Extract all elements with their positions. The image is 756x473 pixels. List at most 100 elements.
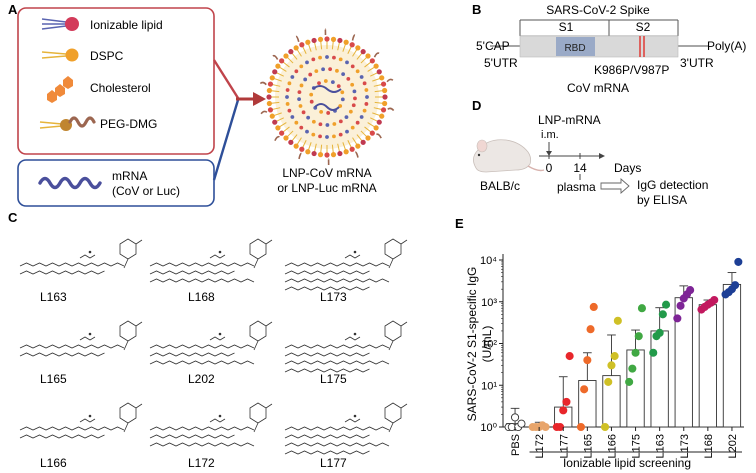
lipid-name: L202 (188, 372, 215, 386)
mrna-box (17, 159, 215, 207)
alkyl-tail (284, 344, 390, 349)
alkyl-tail (19, 426, 125, 431)
legend-ionizable-lipid: Ionizable lipid (90, 18, 163, 32)
lnp-inner-lipid (364, 102, 369, 106)
lnp-head (373, 125, 379, 131)
bar (626, 349, 645, 428)
data-point (634, 332, 643, 341)
piperidine-ring (384, 238, 402, 260)
lnp-head (376, 119, 382, 125)
lnp-head (267, 81, 274, 87)
lnp-head (360, 139, 366, 145)
data-point (556, 422, 565, 432)
lnp-head (293, 143, 299, 149)
lnp-head (305, 149, 311, 155)
carbonyl-oxygen (88, 332, 92, 336)
piperidine-ring (249, 238, 267, 260)
lnp-head (369, 58, 375, 64)
x-tick-label: PBS (510, 434, 522, 456)
ester-linker (79, 418, 96, 423)
data-point (673, 314, 682, 323)
carbonyl-oxygen (218, 250, 222, 254)
ester-linker (79, 336, 96, 341)
lnp-head (272, 69, 278, 75)
lnp-inner-lipid (285, 95, 289, 99)
linker-bond (123, 340, 129, 351)
carbonyl-oxygen (353, 250, 357, 254)
lnp-inner-lipid (350, 64, 355, 69)
data-point (559, 406, 568, 415)
data-point (649, 348, 658, 357)
data-point (541, 422, 550, 432)
lnp-mrna (312, 85, 342, 93)
x-tick-label: L177 (558, 434, 570, 458)
data-point (583, 356, 592, 365)
peg-dmg-icon (39, 116, 96, 131)
lnp-inner-lipid (326, 111, 331, 115)
cap-label: 5'CAP (476, 39, 510, 53)
spike-title: SARS-CoV-2 Spike (546, 3, 650, 17)
lnp-head (379, 75, 385, 81)
lnp-head (269, 113, 275, 119)
lnp-inner-lipid (285, 88, 290, 92)
lipid-structure (149, 238, 273, 283)
lipid-name: L166 (40, 456, 67, 470)
n-methyl-bond (265, 321, 273, 327)
lnp-peg (260, 110, 268, 115)
lnp-inner-lipid (332, 122, 337, 126)
y-axis-label: SARS-CoV-2 S1-specific IgG (465, 267, 479, 422)
lnp-inner-lipid (306, 115, 311, 120)
lnp-inner-lipid (338, 57, 343, 62)
day-14-label: 14 (573, 161, 587, 175)
ester-linker (344, 336, 361, 341)
lnp-head (317, 36, 324, 42)
bar (650, 330, 669, 428)
alkyl-tail (284, 262, 390, 267)
y-tick-label: 10¹ (481, 380, 497, 392)
alkyl-tail (284, 426, 390, 431)
lnp-head (355, 45, 361, 51)
lipid-structures (19, 238, 408, 455)
lipid-structure (284, 402, 408, 455)
lnp-inner-lipid (340, 97, 345, 102)
panel-b: B SARS-CoV-2 Spike S1 S2 RBD 5'CAP Poly(… (472, 2, 746, 95)
lnp-head (349, 42, 355, 48)
panel-letter-c: C (8, 210, 18, 225)
alkyl-tail (149, 442, 255, 447)
lnp-head (279, 130, 285, 136)
lipid-structure (149, 402, 273, 447)
mouse-strain-label: BALB/c (480, 179, 520, 193)
lnp-head (330, 152, 337, 158)
rbd-region (556, 37, 595, 56)
lnp-head (373, 63, 379, 69)
piperidine-ring (249, 402, 267, 424)
alkyl-tail (284, 286, 370, 291)
lipid-name: L177 (320, 456, 347, 470)
x-tick-label: L173 (679, 434, 691, 458)
data-point (580, 385, 589, 394)
alkyl-tail (284, 278, 390, 283)
alkyl-tail (284, 368, 370, 373)
data-point (562, 397, 571, 406)
n-methyl-bond (400, 403, 408, 409)
panel-c: C L163 L168 L173 L165 L202 L175 L166 L17… (8, 210, 408, 470)
piperidine-ring (119, 320, 137, 342)
n-methyl-bond (400, 239, 408, 245)
lnp-peg (272, 54, 279, 60)
data-point (613, 316, 622, 325)
linker-bond (123, 258, 129, 269)
lnp-inner-lipid (323, 79, 328, 83)
lipid-components-box (17, 7, 215, 155)
linker-bond (253, 422, 259, 433)
lnp-inner-lipid (346, 76, 351, 81)
plasma-label: plasma (557, 180, 596, 194)
lnp-peg (274, 135, 280, 142)
alkyl-tail (19, 434, 105, 439)
lnp-inner-lipid (325, 135, 329, 139)
lnp-head (382, 94, 388, 100)
lipid-structure (19, 320, 143, 357)
lnp-inner-lipid (348, 109, 353, 114)
lnp-head (305, 39, 311, 45)
y-tick-label: 10⁴ (480, 255, 497, 267)
ester-linker (344, 418, 361, 423)
